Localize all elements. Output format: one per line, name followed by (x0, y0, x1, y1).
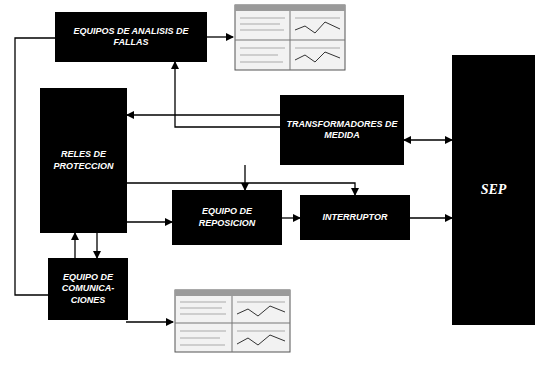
leader-arrow (205, 36, 233, 37)
screenshot-bottom (175, 290, 290, 352)
connector-arrow (410, 217, 452, 218)
connector-arrow (244, 165, 245, 190)
relay-box: RELES DE PROTECCION (40, 88, 127, 233)
connector-arrow (282, 217, 300, 218)
breaker-box: INTERRUPTOR (300, 195, 410, 240)
box-label: EQUIPO DE REPOSICION (176, 206, 278, 229)
box-label: TRANSFORMADORES DE MEDIDA (284, 119, 400, 142)
connector-arrow (74, 233, 75, 258)
reset-box: EQUIPO DE REPOSICION (172, 190, 282, 245)
connector-arrow (127, 114, 280, 115)
box-label: INTERRUPTOR (323, 212, 388, 223)
screenshot-top (235, 5, 345, 70)
leader-arrow (126, 321, 173, 322)
connector-arrow (96, 233, 97, 258)
box-label: SEP (481, 181, 507, 199)
connector-arrow (175, 62, 280, 127)
box-label: EQUIPO DE COMUNICA- CIONES (52, 272, 124, 306)
box-label: RELES DE PROTECCION (44, 149, 123, 172)
comms-box: EQUIPO DE COMUNICA- CIONES (48, 258, 128, 320)
box-label: EQUIPOS DE ANALISIS DE FALLAS (59, 26, 203, 49)
connector-arrow (404, 139, 452, 140)
analysis-box: EQUIPOS DE ANALISIS DE FALLAS (55, 12, 207, 62)
connector-arrow (127, 221, 172, 222)
transformer-box: TRANSFORMADORES DE MEDIDA (280, 95, 404, 165)
sep-block: SEP (452, 55, 535, 325)
